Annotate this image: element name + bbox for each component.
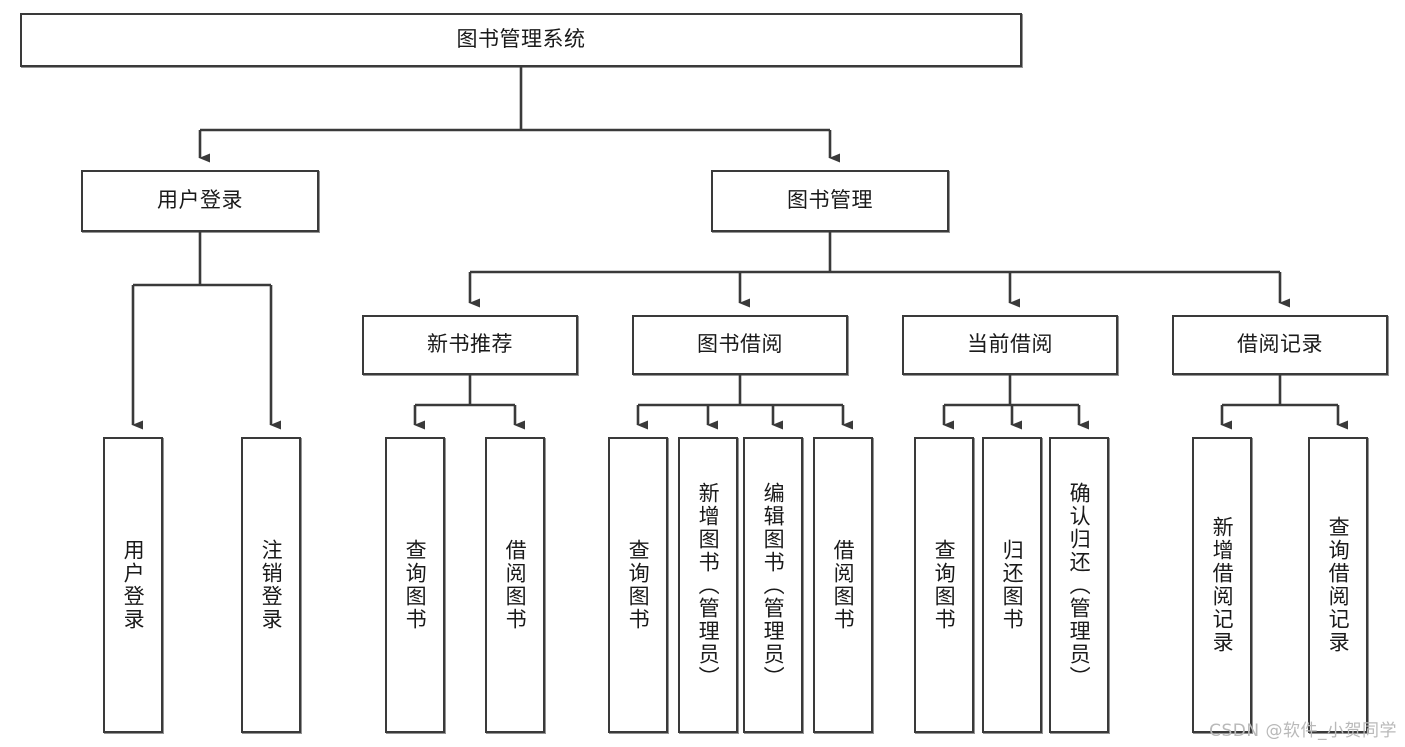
leaf-book-borrow-query[interactable]: 查询图书 <box>608 437 668 733</box>
node-label: 借阅图书 <box>831 539 856 631</box>
node-user-login[interactable]: 用户登录 <box>81 170 319 232</box>
node-label: 归还图书 <box>1000 539 1025 631</box>
node-label: 当前借阅 <box>967 332 1053 357</box>
leaf-current-borrow-return[interactable]: 归还图书 <box>982 437 1042 733</box>
node-label: 查询图书 <box>932 539 957 631</box>
leaf-book-borrow-edit[interactable]: 编辑图书（管理员） <box>743 437 803 733</box>
node-new-book-recommend[interactable]: 新书推荐 <box>362 315 578 375</box>
node-label: 用户登录 <box>157 188 243 213</box>
node-book-manage[interactable]: 图书管理 <box>711 170 949 232</box>
node-label: 注销登录 <box>259 539 284 631</box>
csdn-watermark: CSDN @软件_小贺同学 <box>1209 721 1397 741</box>
leaf-user-login-logout[interactable]: 注销登录 <box>241 437 301 733</box>
leaf-borrow-record-query[interactable]: 查询借阅记录 <box>1308 437 1368 733</box>
node-label: 查询图书 <box>403 539 428 631</box>
node-label: 图书管理 <box>787 188 873 213</box>
node-label: 图书管理系统 <box>456 27 586 52</box>
node-root-system[interactable]: 图书管理系统 <box>20 13 1022 67</box>
node-label: 确认归还（管理员） <box>1067 481 1092 689</box>
node-label: 新书推荐 <box>427 332 513 357</box>
node-label: 查询图书 <box>626 539 651 631</box>
leaf-borrow-record-add[interactable]: 新增借阅记录 <box>1192 437 1252 733</box>
node-label: 借阅记录 <box>1237 332 1323 357</box>
node-label: 图书借阅 <box>697 332 783 357</box>
leaf-user-login-login[interactable]: 用户登录 <box>103 437 163 733</box>
leaf-book-borrow-borrow[interactable]: 借阅图书 <box>813 437 873 733</box>
node-label: 借阅图书 <box>503 539 528 631</box>
node-book-borrow[interactable]: 图书借阅 <box>632 315 848 375</box>
leaf-book-borrow-add[interactable]: 新增图书（管理员） <box>678 437 738 733</box>
leaf-new-book-borrow[interactable]: 借阅图书 <box>485 437 545 733</box>
node-label: 新增借阅记录 <box>1210 516 1235 654</box>
node-label: 用户登录 <box>121 539 146 631</box>
leaf-current-borrow-query[interactable]: 查询图书 <box>914 437 974 733</box>
node-label: 查询借阅记录 <box>1326 516 1351 654</box>
node-current-borrow[interactable]: 当前借阅 <box>902 315 1118 375</box>
node-borrow-record[interactable]: 借阅记录 <box>1172 315 1388 375</box>
node-label: 新增图书（管理员） <box>696 481 721 689</box>
leaf-current-borrow-confirm[interactable]: 确认归还（管理员） <box>1049 437 1109 733</box>
leaf-new-book-query[interactable]: 查询图书 <box>385 437 445 733</box>
node-label: 编辑图书（管理员） <box>761 481 786 689</box>
